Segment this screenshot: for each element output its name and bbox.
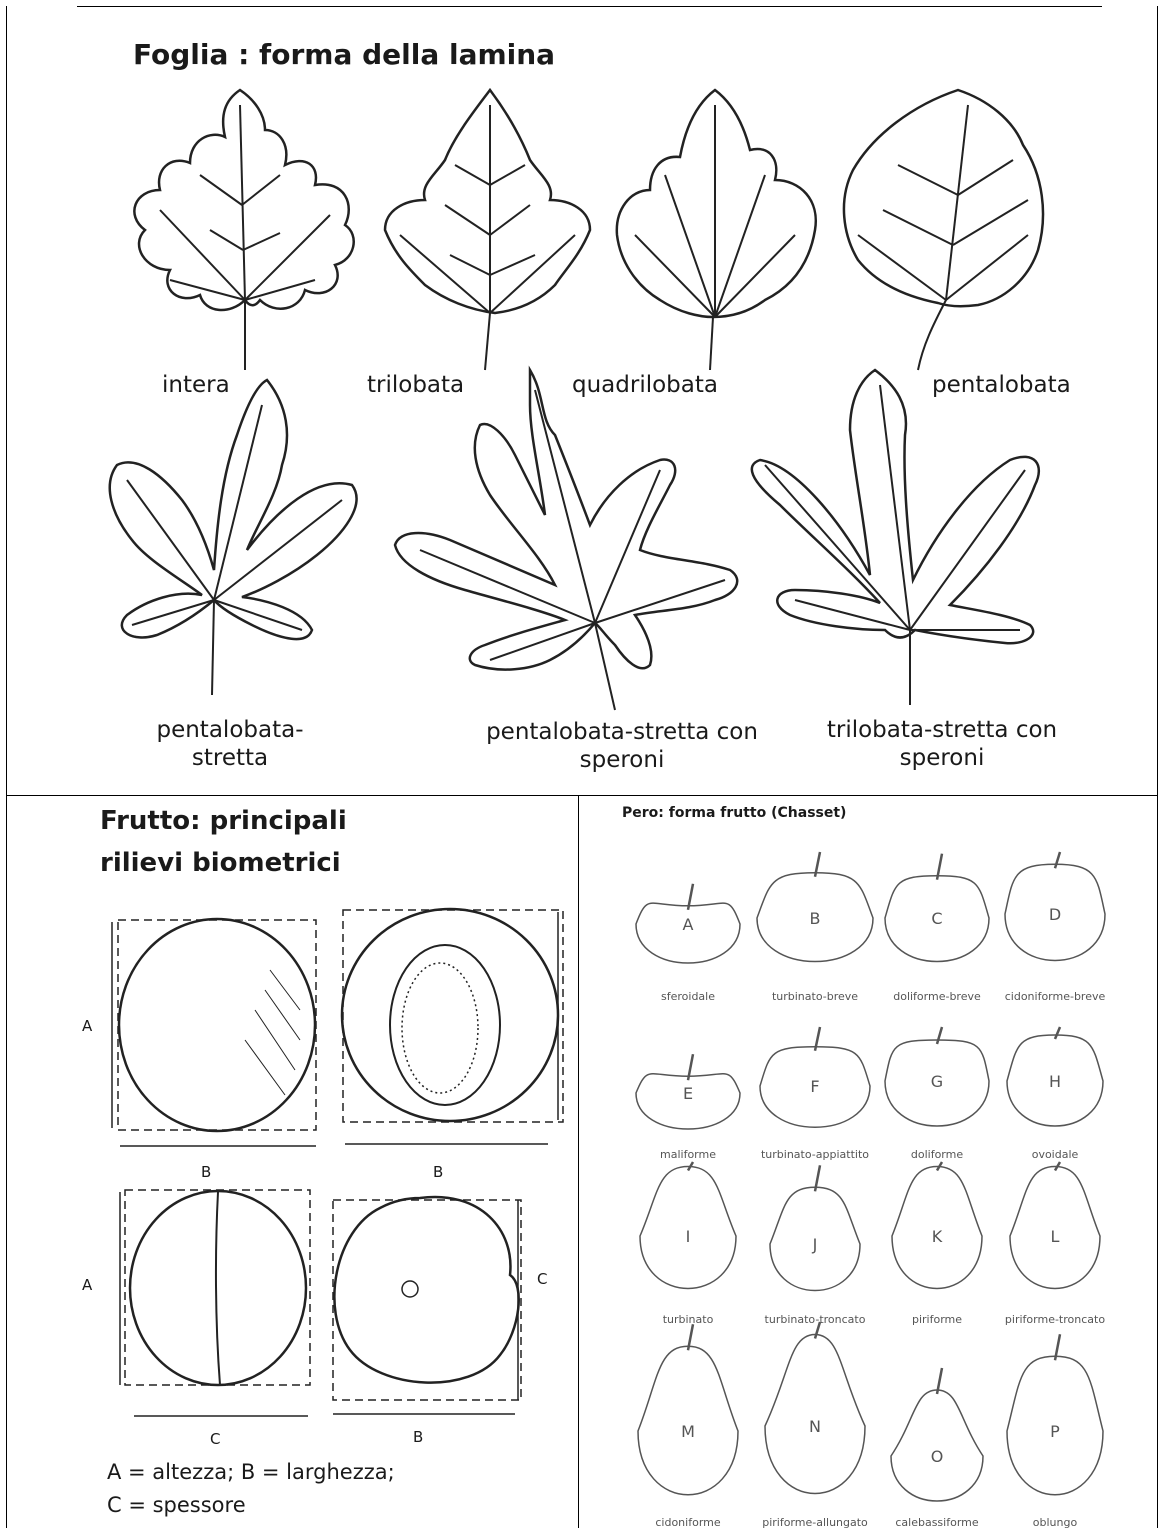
leaf-label-trilobata-speroni: trilobata-stretta con speroni	[812, 716, 1072, 772]
pear-letter: P	[1050, 1422, 1060, 1441]
leaf-pentalobata-stretta-speroni-illustration	[390, 365, 750, 715]
fruit-title-line2: rilievi biometrici	[100, 842, 347, 884]
pear-letter: D	[1049, 905, 1061, 924]
leaf-trilobata-stretta-speroni-illustration	[745, 365, 1055, 710]
pear-label: doliforme-breve	[893, 990, 981, 1003]
leaf-trilobata-illustration	[380, 85, 595, 375]
top-border	[77, 6, 1102, 7]
pear-shape-e: E	[618, 1025, 758, 1145]
pear-shape-h: H	[985, 1025, 1125, 1145]
pear-label: cidoniforme	[655, 1516, 720, 1529]
pear-label: piriforme-allungato	[762, 1516, 868, 1529]
dim-label-b-top-left: B	[201, 1163, 211, 1181]
legend-line1: A = altezza; B = larghezza;	[107, 1456, 395, 1489]
dim-label-a-top: A	[82, 1017, 92, 1035]
pear-shape-b: B	[745, 850, 885, 980]
pear-outline	[765, 1335, 865, 1494]
fruit-title-line1: Frutto: principali	[100, 800, 347, 842]
pear-shape-i: I	[618, 1160, 758, 1310]
fruit-measurement-diagram	[0, 900, 578, 1430]
leaf-label-pentalobata-speroni-line1: pentalobata-stretta con	[472, 718, 772, 746]
dim-label-c-right: C	[537, 1270, 547, 1288]
pear-shape-d: D	[985, 850, 1125, 980]
leaf-pentalobata-stretta-illustration	[102, 375, 372, 700]
dim-label-c-bottom: C	[210, 1430, 220, 1448]
leaf-label-trilobata-speroni-line2: speroni	[812, 744, 1072, 772]
leaf-label-trilobata-speroni-line1: trilobata-stretta con	[812, 716, 1072, 744]
pear-letter: H	[1049, 1072, 1061, 1091]
pear-label: cidoniforme-breve	[1005, 990, 1106, 1003]
pear-shape-l: L	[985, 1160, 1125, 1310]
fruit-section-title: Frutto: principali rilievi biometrici	[100, 800, 347, 884]
pear-letter: L	[1051, 1227, 1060, 1246]
pear-letter: I	[686, 1227, 691, 1246]
pear-shape-p: P	[985, 1320, 1125, 1520]
pear-label: sferoidale	[661, 990, 715, 1003]
pear-letter: K	[932, 1227, 943, 1246]
pear-label: turbinato-breve	[772, 990, 858, 1003]
leaf-section-title: Foglia : forma della lamina	[133, 38, 555, 71]
pear-outline	[638, 1346, 738, 1495]
pear-letter: O	[931, 1447, 944, 1466]
pear-letter: B	[810, 909, 821, 928]
leaf-label-pentalobata-stretta: pentalobata- stretta	[145, 716, 315, 772]
dim-label-b-bottom: B	[413, 1428, 423, 1446]
pear-letter: A	[683, 915, 694, 934]
middle-divider	[6, 795, 1158, 796]
pear-letter: G	[931, 1072, 943, 1091]
leaf-label-pentalobata-stretta-line1: pentalobata-	[145, 716, 315, 744]
pear-label: calebassiforme	[895, 1516, 978, 1529]
leaf-label-pentalobata-speroni: pentalobata-stretta con speroni	[472, 718, 772, 774]
pear-shape-a: A	[618, 850, 758, 980]
pear-letter: E	[683, 1084, 693, 1103]
pear-letter: N	[809, 1417, 821, 1436]
leaf-quadrilobata-illustration	[605, 85, 830, 375]
pear-shape-n: N	[745, 1320, 885, 1520]
pear-section-title: Pero: forma frutto (Chasset)	[622, 805, 846, 821]
pear-shape-j: J	[745, 1160, 885, 1310]
dim-label-b-top-right: B	[433, 1163, 443, 1181]
legend-line2: C = spessore	[107, 1489, 395, 1522]
pear-letter: C	[931, 909, 942, 928]
vertical-divider	[578, 795, 579, 1528]
leaf-label-pentalobata-speroni-line2: speroni	[472, 746, 772, 774]
right-border	[1157, 6, 1158, 1528]
pear-letter: J	[812, 1235, 818, 1254]
pear-letter: F	[810, 1077, 819, 1096]
leaf-intera-illustration	[115, 85, 365, 375]
leaf-pentalobata-illustration	[838, 85, 1053, 375]
pear-shape-f: F	[745, 1025, 885, 1145]
pear-letter: M	[681, 1422, 695, 1441]
pear-label: oblungo	[1033, 1516, 1077, 1529]
pear-shape-m: M	[618, 1320, 758, 1520]
dimension-legend: A = altezza; B = larghezza; C = spessore	[107, 1456, 395, 1522]
pear-outline	[891, 1390, 983, 1501]
dim-label-a-bottom: A	[82, 1276, 92, 1294]
leaf-label-pentalobata-stretta-line2: stretta	[145, 744, 315, 772]
